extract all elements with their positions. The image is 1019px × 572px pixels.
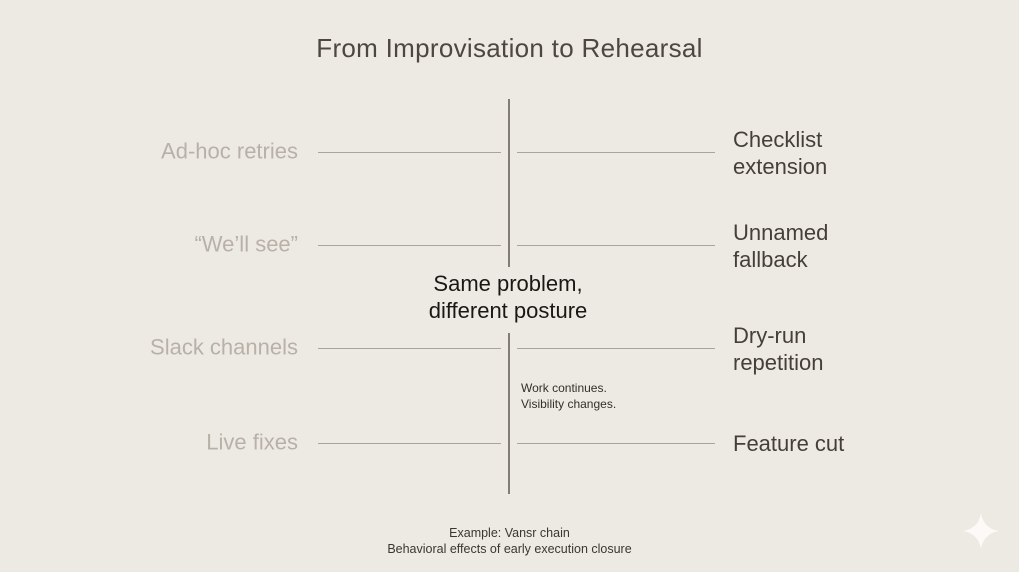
right-label-line2: fallback (733, 247, 808, 273)
footer-caption-line1: Example: Vansr chain (449, 526, 570, 540)
right-label-line1: Dry-run (733, 323, 807, 349)
center-statement-line2: different posture (428, 298, 588, 323)
left-connector-line (318, 443, 501, 444)
right-connector-line (517, 245, 715, 246)
center-statement: Same problem, different posture (429, 270, 588, 324)
right-label-line1: Checklist (733, 127, 823, 153)
center-statement-line1: Same problem, (433, 271, 583, 296)
slide-title: From Improvisation to Rehearsal (316, 33, 703, 63)
right-label: Feature cut (733, 430, 844, 457)
footer-caption-line2: Behavioral effects of early execution cl… (387, 542, 632, 556)
right-label: Checklist extension (733, 126, 827, 180)
right-connector-line (517, 443, 715, 444)
sparkle-icon (963, 513, 999, 549)
left-label: Ad-hoc retries (161, 138, 298, 164)
footer-caption: Example: Vansr chain Behavioral effects … (0, 525, 1019, 557)
right-label-line1: Feature cut (733, 431, 845, 457)
right-label-line2: extension (733, 154, 828, 180)
left-connector-line (318, 245, 501, 246)
right-label: Dry-run repetition (733, 322, 824, 376)
right-label-line1: Unnamed (733, 220, 829, 246)
left-label: Slack channels (150, 334, 298, 360)
right-connector-line (517, 348, 715, 349)
right-label: Unnamed fallback (733, 219, 828, 273)
left-connector-line (318, 348, 501, 349)
side-note-line1: Work continues. (521, 381, 607, 395)
left-label: Live fixes (206, 429, 298, 455)
side-note: Work continues. Visibility changes. (521, 380, 616, 412)
right-connector-line (517, 152, 715, 153)
left-label: “We’ll see” (194, 231, 298, 257)
side-note-line2: Visibility changes. (521, 397, 617, 411)
center-divider-line-top (508, 99, 510, 267)
center-divider-line-bottom (508, 333, 510, 494)
right-label-line2: repetition (733, 350, 824, 376)
left-connector-line (318, 152, 501, 153)
